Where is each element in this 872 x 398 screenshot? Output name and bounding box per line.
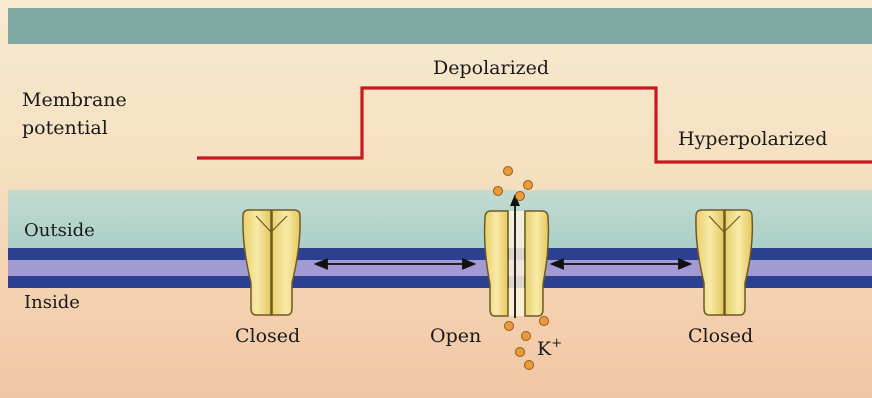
header-bar [8,8,872,44]
ion-outside-2 [524,181,533,190]
membrane-potential-label-line1: Membrane [22,89,127,111]
ion-inside-1 [505,322,514,331]
ion-outside-1 [504,167,513,176]
ion-outside-3 [494,187,503,196]
ion-inside-3 [540,317,549,326]
channel-label-open: Open [430,325,481,347]
ion-charge: + [551,336,562,351]
channel-closed-left [243,210,300,315]
hyperpolarized-label: Hyperpolarized [678,128,827,150]
inside-label: Inside [24,292,80,313]
depolarized-label: Depolarized [433,57,549,79]
channel-open [485,194,549,318]
ion-symbol: K [537,338,552,360]
channel-label-closed-left: Closed [235,325,300,347]
channel-pore [509,211,524,316]
ion-inside-2 [522,332,531,341]
channel-closed-right [696,210,752,315]
outside-label: Outside [24,220,95,241]
ion-inside-5 [525,361,534,370]
membrane-potential-label-line2: potential [22,117,108,139]
ion-inside-4 [516,348,525,357]
ion-outside-4 [516,192,525,201]
channel-label-closed-right: Closed [688,325,753,347]
